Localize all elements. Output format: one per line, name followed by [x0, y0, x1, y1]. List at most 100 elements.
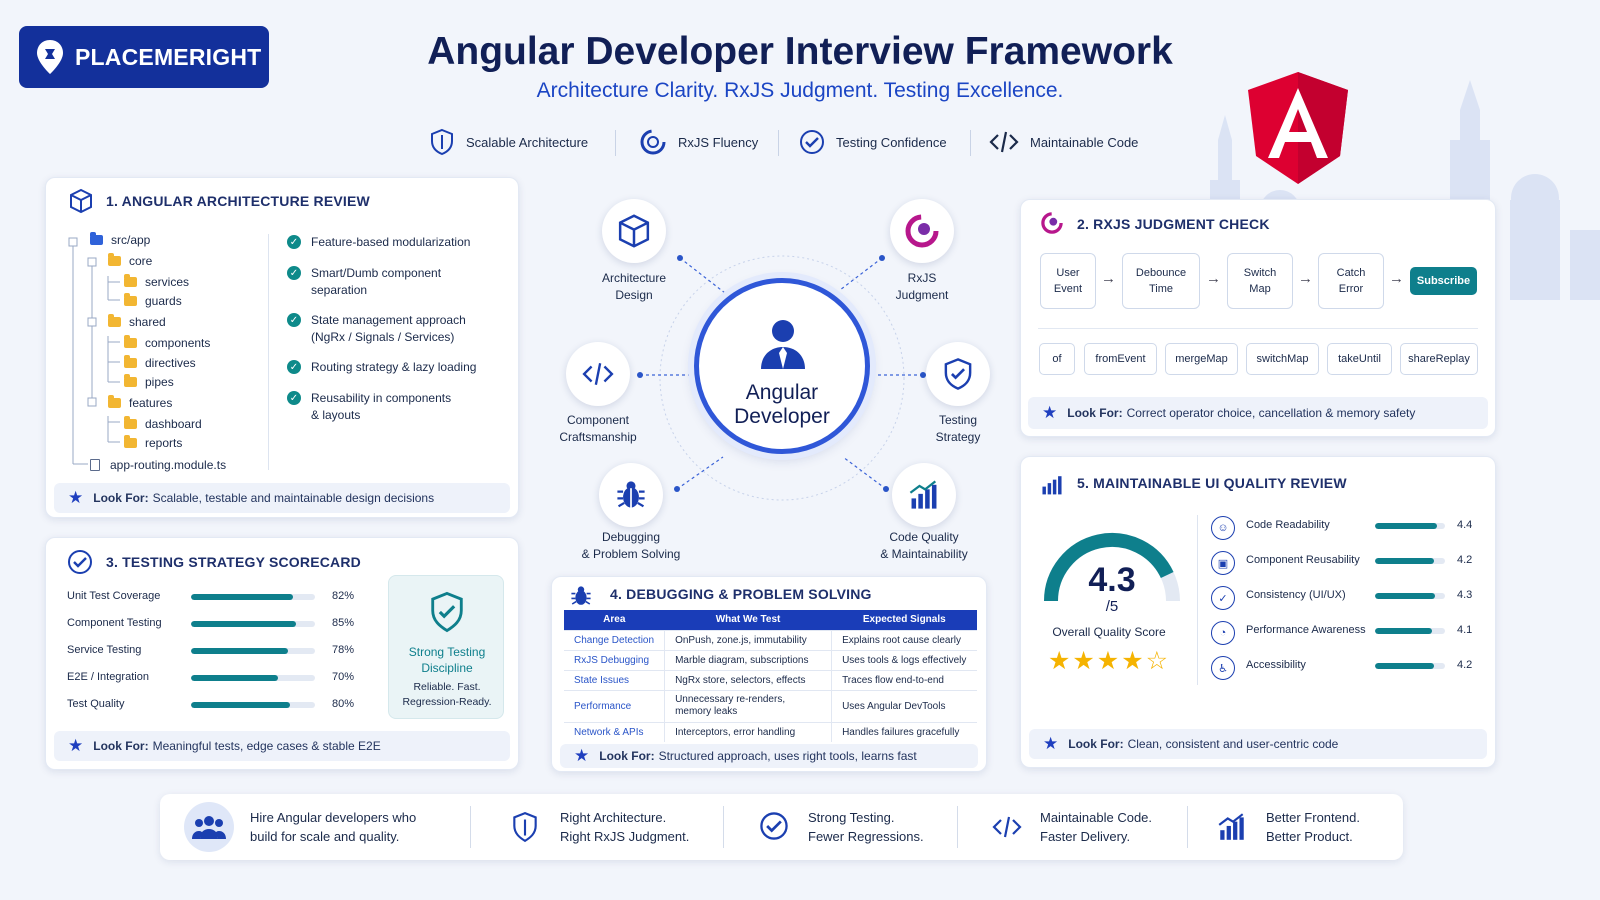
- subscribe-button[interactable]: Subscribe: [1410, 267, 1477, 295]
- chart-icon: [1218, 813, 1244, 840]
- metric-bar: [1375, 663, 1445, 669]
- node-architecture-design[interactable]: [602, 199, 666, 263]
- what-we-test-cell: OnPush, zone.js, immutability: [664, 629, 832, 650]
- score-bar: [191, 702, 315, 708]
- divider: [1038, 328, 1478, 329]
- testing-scorecard-card: 3. TESTING STRATEGY SCORECARD Unit Test …: [45, 537, 519, 770]
- folder-icon: [124, 374, 137, 387]
- code-icon: [582, 363, 614, 385]
- metric-bar-fill: [1375, 663, 1434, 669]
- tree-pipes[interactable]: pipes: [124, 374, 174, 389]
- metric-bar: [1375, 593, 1445, 599]
- pill-divider: [970, 130, 971, 156]
- operator-chip[interactable]: takeUntil: [1327, 343, 1392, 375]
- node-debugging[interactable]: [599, 463, 663, 527]
- bug-icon: [571, 586, 591, 605]
- accessibility-icon: ♿: [1211, 656, 1235, 680]
- folder-icon: [124, 293, 137, 306]
- score-bar-fill: [191, 621, 297, 627]
- star-icon: ★: [1043, 734, 1059, 753]
- tree-components[interactable]: components: [124, 335, 210, 350]
- metric-value: 4.2: [1457, 554, 1473, 566]
- pill-testing-confidence: Testing Confidence: [798, 124, 947, 160]
- node-component-craftsmanship[interactable]: [566, 342, 630, 406]
- check-shield-icon: ✓: [1211, 586, 1235, 610]
- area-cell: Network & APIs: [564, 721, 665, 742]
- footer-item: Maintainable Code.Faster Delivery.: [1040, 810, 1153, 844]
- brand-logo[interactable]: PLACEMERIGHT: [19, 26, 269, 88]
- node-testing-strategy[interactable]: [926, 342, 990, 406]
- debugging-table: Area What We Test Expected Signals Chang…: [564, 610, 977, 742]
- what-we-test-cell: NgRx store, selectors, effects: [664, 669, 832, 690]
- footer-divider: [957, 806, 958, 848]
- node-rxjs-judgment[interactable]: [890, 199, 954, 263]
- operator-chip[interactable]: of: [1039, 343, 1075, 375]
- node-code-quality[interactable]: [892, 463, 956, 527]
- score-bar: [191, 594, 315, 600]
- tree-routing-file[interactable]: app-routing.module.ts: [90, 458, 226, 472]
- node-label: Debugging& Problem Solving: [581, 530, 681, 561]
- pill-maintainable-code: Maintainable Code: [988, 124, 1138, 160]
- metric-label: Component Reusability: [1246, 554, 1360, 566]
- tree-guards[interactable]: guards: [124, 293, 182, 308]
- score-label: Test Quality: [67, 698, 125, 710]
- star-filled-icon: ★: [1096, 647, 1122, 675]
- table-header: What We Test: [664, 610, 832, 630]
- score-label: Overall Quality Score: [1052, 625, 1166, 639]
- pill-divider: [615, 130, 616, 156]
- operator-chip[interactable]: mergeMap: [1165, 343, 1238, 375]
- folder-icon: [124, 274, 137, 287]
- check-icon: ✓: [287, 313, 301, 327]
- debugging-card: 4. DEBUGGING & PROBLEM SOLVING Area What…: [551, 576, 987, 772]
- folder-icon: [108, 395, 121, 408]
- folder-icon: [124, 435, 137, 448]
- area-cell: Performance: [564, 689, 665, 722]
- check-item: ✓Feature-based modularization: [287, 234, 470, 251]
- rxjs-icon: [640, 129, 666, 155]
- check-icon: ✓: [287, 266, 301, 280]
- look-for-banner: ★Look For:Structured approach, uses righ…: [560, 744, 978, 768]
- operator-chip[interactable]: shareReplay: [1400, 343, 1478, 375]
- tree-directives[interactable]: directives: [124, 355, 196, 370]
- look-for-banner: ★Look For:Scalable, testable and maintai…: [54, 483, 510, 513]
- arrow-right-icon: →: [1298, 270, 1313, 287]
- tree-reports[interactable]: reports: [124, 435, 182, 450]
- operator-chip[interactable]: fromEvent: [1084, 343, 1157, 375]
- operator-chip[interactable]: switchMap: [1246, 343, 1319, 375]
- metric-bar: [1375, 558, 1445, 564]
- score-label: E2E / Integration: [67, 671, 149, 683]
- folder-icon: [124, 355, 137, 368]
- chart-icon: [1042, 476, 1062, 495]
- check-icon: ✓: [287, 391, 301, 405]
- tree-dashboard[interactable]: dashboard: [124, 416, 202, 431]
- area-cell: RxJS Debugging: [564, 649, 665, 670]
- check-circle-icon: [760, 812, 788, 840]
- footer-item: Better Frontend.Better Product.: [1266, 810, 1360, 844]
- tree-services[interactable]: services: [124, 274, 189, 289]
- table-header: Area: [564, 610, 665, 630]
- bug-icon: [617, 481, 645, 508]
- score-bar: [191, 621, 315, 627]
- tree-core[interactable]: core: [108, 253, 152, 268]
- score-bar-fill: [191, 594, 293, 600]
- tree-shared[interactable]: shared: [108, 314, 166, 329]
- star-filled-icon: ★: [1072, 647, 1097, 675]
- arrow-right-icon: →: [1101, 270, 1116, 287]
- location-pin-icon: [37, 40, 63, 74]
- score-value: 78%: [332, 644, 355, 656]
- tree-src-app[interactable]: src/app: [90, 232, 150, 247]
- metric-label: Accessibility: [1246, 659, 1306, 671]
- metric-bar-fill: [1375, 558, 1434, 564]
- tree-features[interactable]: features: [108, 395, 172, 410]
- folder-icon: [108, 253, 121, 266]
- developer-icon: [761, 320, 805, 369]
- page-title: Angular Developer Interview Framework: [427, 30, 1173, 73]
